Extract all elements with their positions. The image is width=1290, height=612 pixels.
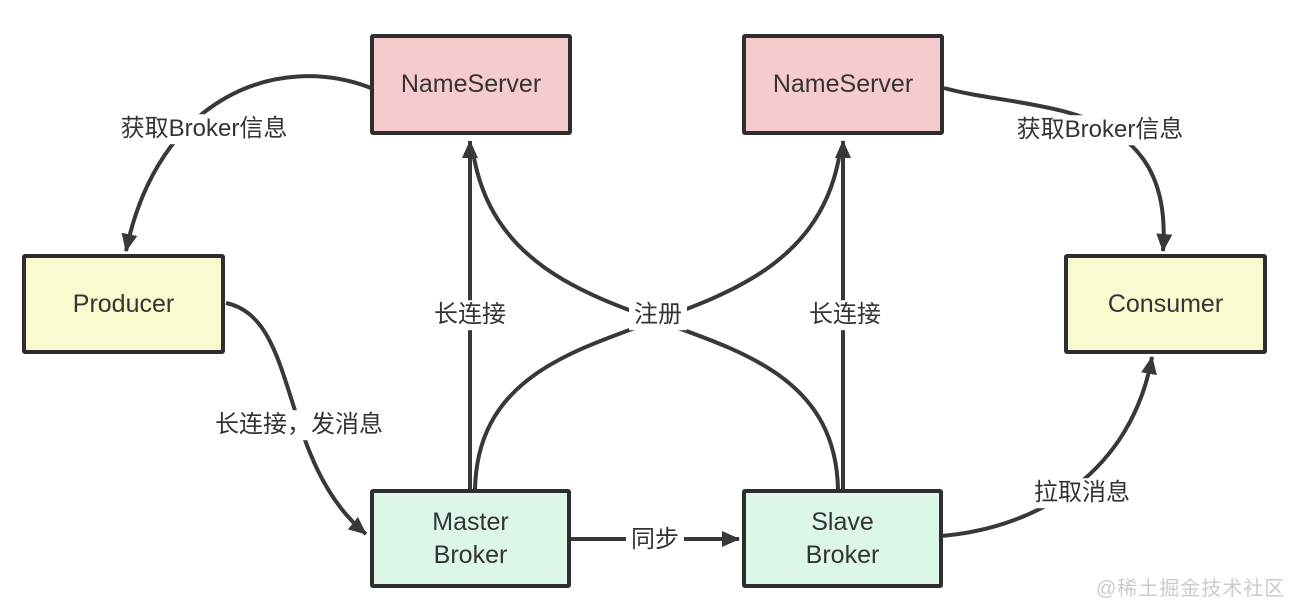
node-consumer: Consumer [1064, 254, 1267, 354]
edge-label-long-connection-right: 长连接 [804, 300, 886, 330]
edge-label-get-broker-info-left: 获取Broker信息 [115, 114, 293, 144]
edge-label-sync: 同步 [626, 525, 684, 555]
edge-label-register: 注册 [629, 300, 687, 330]
node-slave-broker: Slave Broker [742, 489, 943, 588]
edge-slavebroker-consumer [940, 356, 1157, 538]
edge-nameserverleft-producer [121, 74, 372, 252]
node-producer: Producer [22, 254, 225, 354]
node-nameserver-right: NameServer [742, 34, 944, 135]
node-nameserver-left: NameServer [370, 34, 572, 135]
edge-producer-masterbroker [225, 301, 368, 536]
edge-label-get-broker-info-right: 获取Broker信息 [1011, 115, 1189, 145]
edge-nameserverright-consumer [943, 86, 1173, 252]
edge-label-pull-message: 拉取消息 [1029, 478, 1135, 508]
node-master-broker: Master Broker [370, 489, 571, 588]
edge-label-long-connection-send: 长连接，发消息 [210, 410, 388, 440]
watermark: @稀土掘金技术社区 [1096, 578, 1286, 600]
edge-label-long-connection-left: 长连接 [429, 300, 511, 330]
